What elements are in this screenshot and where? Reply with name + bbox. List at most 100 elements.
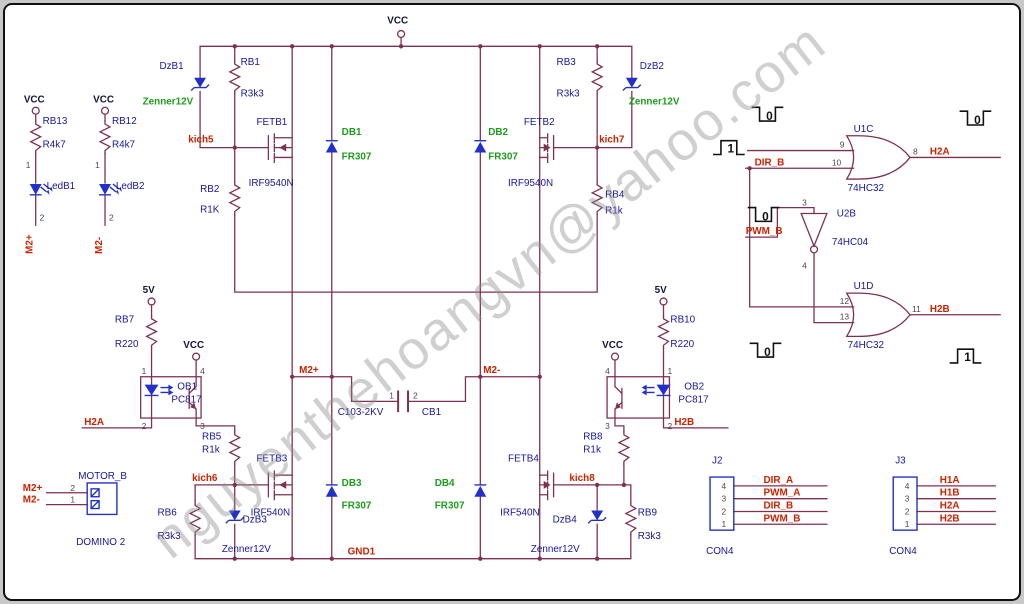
u1c-pin9: 9 [840,140,845,150]
zener-dzb2 [622,77,642,92]
ob1-pin2: 2 [142,421,147,431]
dzb1-val: Zenner12V [143,96,194,107]
dzb2-val: Zenner12V [629,96,680,107]
j3-pin3: 3 [905,494,910,504]
rb2-val: R1K [200,205,220,216]
ob1-pin3: 3 [200,421,205,431]
j3-pin2: 2 [905,506,910,516]
rb10-ref: RB10 [670,315,695,326]
motor-title: MOTOR_B [78,471,127,482]
net-kich6: kich6 [192,473,218,484]
net-m2plus-vert: M2+ [25,234,36,254]
u1d-pin11: 11 [912,304,921,314]
u1c-pin8: 8 [913,147,918,157]
net-gnd1: GND1 [348,547,376,558]
fetb3-val: IRF540N [251,507,291,518]
db2-ref: DB2 [488,127,508,138]
db3-val: FR307 [342,501,372,512]
ledb1-pin1: 1 [26,160,31,170]
ob2-pin3: 3 [605,421,610,431]
ledb2-pin1: 1 [95,160,100,170]
vcc-label: VCC [24,94,45,105]
j2-pin1: 1 [722,519,727,529]
db4-ref: DB4 [435,478,455,489]
level-1: 1 [728,142,735,156]
dzb3-ref: DzB3 [243,514,268,525]
rb7-val: R220 [115,339,139,350]
vcc-label: VCC [387,16,408,27]
schematic-sheet: VCC VCC VCC VCC VCC 5V 5V RB1 R3k3 RB2 R… [3,3,1021,601]
motor-footprint: DOMINO 2 [76,537,125,548]
opto-ob2 [606,376,671,419]
j3-net-h2a: H2A [940,501,960,512]
vcc-symbol [610,352,620,361]
rb3-val: R3k3 [557,88,581,99]
net-pwmb: PWM_B [746,226,783,237]
v5-symbol [147,297,156,306]
u1d-ref: U1D [854,281,874,292]
cap-ref: CB1 [422,407,441,418]
ob2-pin4: 4 [605,366,610,376]
motor-net-top: M2+ [23,483,43,494]
j2-type: CON4 [706,546,734,557]
fetb4-ref: FETB4 [508,453,539,464]
diode-db1 [325,140,339,154]
dzb1-ref: DzB1 [159,61,183,72]
text-layer: VCC VCC VCC VCC VCC 5V 5V RB1 R3k3 RB2 R… [23,16,981,558]
rb8-ref: RB8 [583,432,603,443]
ledb1-pin2: 2 [40,212,45,222]
db1-ref: DB1 [342,127,362,138]
rb6-ref: RB6 [157,507,177,518]
resistor-rb13 [30,120,42,155]
u2b-pin3: 3 [802,198,807,208]
resistor-rb3 [591,60,603,95]
fetb2-val: IRF9540N [508,178,553,189]
db1-val: FR307 [342,151,372,162]
ob1-pin1: 1 [142,366,147,376]
dzb4-val: Zenner12V [531,544,580,555]
rb12-ref: RB12 [112,116,137,127]
u1d-out-net: H2B [930,304,950,315]
j3-pin1: 1 [905,519,910,529]
u1c-pin10: 10 [832,157,842,167]
fetb4-val: IRF540N [500,507,540,518]
rb8-val: R1k [583,444,601,455]
cap-val: C103-2KV [338,407,384,418]
j2-net-dira: DIR_A [764,475,794,486]
ledb2-ref: LedB2 [116,181,145,192]
net-h2b: H2B [674,417,694,428]
motor-net-bottom: M2- [23,495,40,506]
zener-dzb1 [190,77,210,92]
resistor-rb2 [229,181,241,216]
v5-symbol [659,297,668,306]
vcc-label: VCC [602,340,623,351]
rb2-ref: RB2 [200,184,219,195]
db3-ref: DB3 [342,478,362,489]
rb9-ref: RB9 [638,507,658,518]
level-0: 0 [762,209,769,223]
j3-net-h1a: H1A [940,475,960,486]
u2b-part: 74HC04 [832,237,869,248]
v5-label: 5V [143,285,156,296]
vcc-symbol [396,29,406,39]
motor-pin-top: 2 [70,483,75,493]
ledb2-pin2: 2 [109,212,114,222]
power-symbols [31,29,668,361]
cap-pin2: 2 [413,390,418,400]
rb3-ref: RB3 [557,57,577,68]
vcc-symbol [100,106,110,115]
dzb2-ref: DzB2 [640,61,664,72]
diode-db4 [473,484,487,498]
j2-pin4: 4 [722,481,727,491]
j2-net-dirb: DIR_B [764,501,794,512]
resistor-rb8 [618,431,630,465]
rb13-val: R4k7 [43,140,66,151]
u1c-part: 74HC32 [848,183,884,194]
resistor-rb1 [229,60,241,95]
u1c-ref: U1C [854,124,874,135]
u2b-pin4: 4 [802,261,807,271]
u1d-pin13: 13 [840,312,850,322]
ob2-pin1: 1 [667,366,672,376]
ob2-ref: OB2 [684,382,704,393]
rb10-val: R220 [670,339,694,350]
